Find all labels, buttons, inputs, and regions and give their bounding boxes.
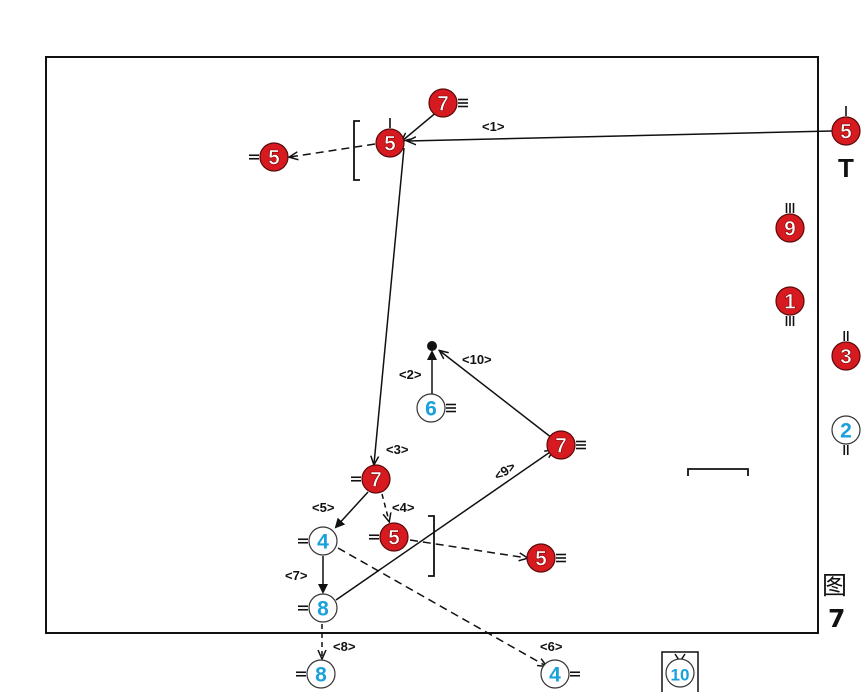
player-r5-mid-right: 5 <box>526 543 566 573</box>
player-number: 1 <box>784 291 796 314</box>
player-token <box>416 393 446 423</box>
player-token <box>831 415 861 445</box>
scale-bar <box>687 468 749 476</box>
label-5: <5> <box>312 500 335 515</box>
label-7: <7> <box>285 568 308 583</box>
player-r9: 9 <box>775 203 805 243</box>
player-b4-bottom: 4 <box>540 659 580 689</box>
player-token <box>665 658 695 688</box>
player-r7-right: 7 <box>546 430 586 460</box>
player-r5-mid: 5 <box>369 522 409 552</box>
label-10: <10> <box>462 352 492 367</box>
player-token <box>375 128 405 158</box>
player-b6: 6 <box>416 393 456 423</box>
ball-icon <box>427 341 437 351</box>
player-number: 5 <box>268 147 280 170</box>
player-number: 2 <box>840 420 852 443</box>
player-token <box>775 286 805 316</box>
player-token <box>306 659 336 689</box>
player-number: 4 <box>549 664 561 687</box>
player-number: 10 <box>671 666 690 685</box>
label-3: <3> <box>386 442 409 457</box>
player-number: 8 <box>315 664 327 687</box>
court-border <box>45 56 819 634</box>
player-number: 5 <box>535 548 547 571</box>
player-token <box>540 659 570 689</box>
player-r7-mid: 7 <box>351 464 391 494</box>
player-token <box>831 116 861 146</box>
player-b10: 10 <box>661 651 699 692</box>
player-token <box>526 543 556 573</box>
pass-line-3 <box>374 147 405 464</box>
player-number: 7 <box>555 435 567 458</box>
player-token <box>775 213 805 243</box>
run-line-5-right <box>409 539 527 558</box>
player-token <box>831 341 861 371</box>
label-8: <8> <box>333 639 356 654</box>
player-b8: 8 <box>298 593 338 623</box>
player-token <box>428 88 458 118</box>
figure-caption-number: 7 <box>828 604 846 633</box>
run-line-4 <box>381 493 389 521</box>
player-number: 6 <box>425 398 437 421</box>
pass-line-10 <box>440 351 553 439</box>
step-labels: <1> <2> <3> <4> <5> <6> <7> <8> <9> <10> <box>285 119 563 654</box>
figure-caption-char: 图 <box>822 571 848 600</box>
pass-line-9 <box>335 450 553 601</box>
player-r5-left: 5 <box>249 142 289 172</box>
player-token <box>259 142 289 172</box>
player-token <box>308 593 338 623</box>
player-token <box>546 430 576 460</box>
player-number: 4 <box>317 531 329 554</box>
movement-lines <box>290 105 833 666</box>
run-line-6 <box>337 547 546 666</box>
label-6: <6> <box>540 639 563 654</box>
player-number: 7 <box>437 93 449 116</box>
label-4: <4> <box>392 500 415 515</box>
label-2: <2> <box>399 367 422 382</box>
player-number: 5 <box>388 527 400 550</box>
player-r7-top: 7 <box>428 88 468 118</box>
player-r1: 1 <box>775 286 805 326</box>
player-b4: 4 <box>298 526 338 556</box>
player-r3: 3 <box>831 331 861 371</box>
move-line-5 <box>334 491 369 529</box>
player-number: 5 <box>384 133 396 156</box>
label-9: <9> <box>491 458 518 483</box>
player-number: 8 <box>317 598 329 621</box>
screen-bracket-top <box>353 120 360 181</box>
screen-bracket-bottom <box>428 515 435 577</box>
player-number: 3 <box>840 346 852 369</box>
run-line-5-left <box>290 143 376 157</box>
player-r5-right: 5 <box>831 106 861 146</box>
player-token <box>308 526 338 556</box>
pass-line-1 <box>408 130 833 141</box>
player-number: 5 <box>840 121 852 144</box>
player-r5-top: 5 <box>375 118 405 158</box>
label-1: <1> <box>482 119 505 134</box>
player-b8-bottom: 8 <box>296 659 336 689</box>
player-number: 7 <box>370 469 382 492</box>
side-mark: T <box>838 153 854 183</box>
player-token <box>379 522 409 552</box>
player-number: 9 <box>784 218 796 241</box>
player-token <box>361 464 391 494</box>
player-b2: 2 <box>831 415 861 455</box>
